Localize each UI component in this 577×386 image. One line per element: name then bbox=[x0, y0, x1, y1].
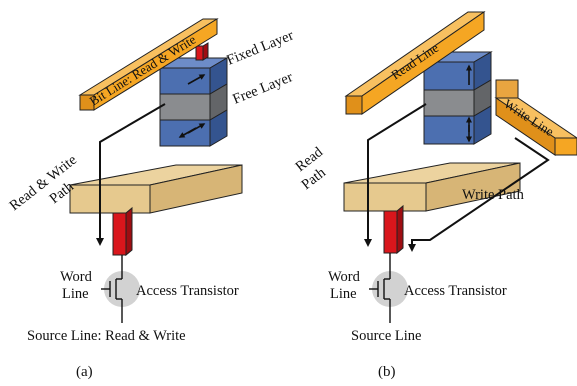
word-line-label-a-2: Line bbox=[62, 286, 89, 302]
access-transistor-label-b: Access Transistor bbox=[404, 283, 507, 299]
fixed-magnetization-arrow-a bbox=[187, 74, 206, 85]
caption-a: (a) bbox=[76, 364, 93, 380]
access-transistor-b bbox=[369, 253, 408, 323]
mtj-stack-b bbox=[422, 51, 493, 145]
read-line-bar bbox=[344, 11, 486, 115]
caption-b: (b) bbox=[378, 364, 396, 380]
read-path-arrow bbox=[364, 103, 427, 247]
write-path-arrow bbox=[408, 137, 550, 252]
panel-a: Bit Line: Read & Write Fixed Layer Free … bbox=[7, 18, 296, 380]
read-write-path-arrow bbox=[96, 103, 166, 246]
free-layer-label: Free Layer bbox=[231, 69, 296, 108]
source-line-label-b: Source Line bbox=[351, 328, 421, 344]
access-transistor-label-a: Access Transistor bbox=[136, 283, 239, 299]
word-line-label-b-1: Word bbox=[328, 269, 361, 285]
fixed-layer-label: Fixed Layer bbox=[225, 27, 296, 68]
free-magnetization-arrow-b-a bbox=[187, 123, 206, 134]
write-path-label: Write Path bbox=[462, 187, 525, 203]
write-line-bar bbox=[494, 79, 577, 156]
via-a bbox=[112, 206, 133, 257]
panel-b: Write Line R bbox=[293, 11, 577, 380]
word-line-label-a-1: Word bbox=[60, 269, 93, 285]
bit-line-bar bbox=[78, 18, 219, 111]
substrate-a bbox=[69, 164, 243, 214]
substrate-b bbox=[343, 162, 521, 212]
word-line-label-b-2: Line bbox=[330, 286, 357, 302]
source-line-label-a: Source Line: Read & Write bbox=[27, 328, 186, 344]
access-transistor-a bbox=[101, 255, 140, 323]
via-b bbox=[383, 204, 404, 255]
